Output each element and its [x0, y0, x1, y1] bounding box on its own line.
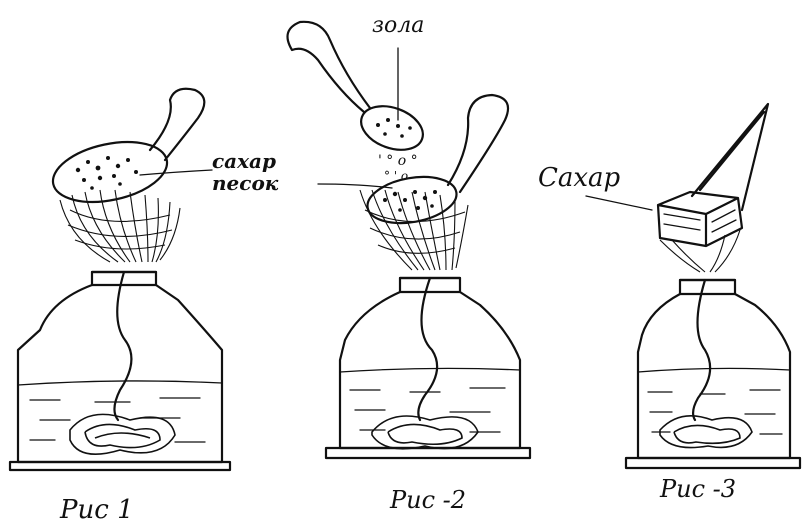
bottle-1	[10, 272, 230, 470]
svg-text:° ' o: ° ' o	[384, 169, 408, 183]
bottle-2	[326, 278, 530, 458]
sugar-sand-pointer-2	[318, 184, 392, 188]
figure-2: ' ° o ° ° ' o зола сахар песок Рис -2	[212, 13, 530, 514]
figure-1: Рис 1	[10, 89, 230, 525]
sugar-cube	[658, 192, 742, 246]
sugar-label: Сахар	[538, 163, 621, 193]
spoon-2-top	[288, 22, 429, 158]
wick-3	[660, 280, 752, 448]
sugar-sand-label-line1: сахар	[212, 149, 276, 173]
sugar-sand-pointer-1	[140, 170, 212, 175]
ash-label: зола	[372, 13, 424, 38]
sugar-pointer	[586, 196, 652, 210]
spoon-1	[47, 89, 204, 212]
figure-3: Сахар Рис -3	[538, 104, 800, 503]
wick-2	[372, 278, 478, 449]
svg-text:' ° o °: ' ° o °	[378, 153, 418, 169]
sugar-sand-label-line2: песок	[212, 171, 279, 195]
figure-2-caption: Рис -2	[389, 486, 466, 514]
figure-1-caption: Рис 1	[59, 495, 134, 525]
wick-1	[70, 272, 175, 454]
figure-3-caption: Рис -3	[659, 475, 736, 503]
flame-3	[660, 230, 740, 272]
flame-2	[360, 190, 468, 270]
bottle-3	[626, 280, 800, 468]
